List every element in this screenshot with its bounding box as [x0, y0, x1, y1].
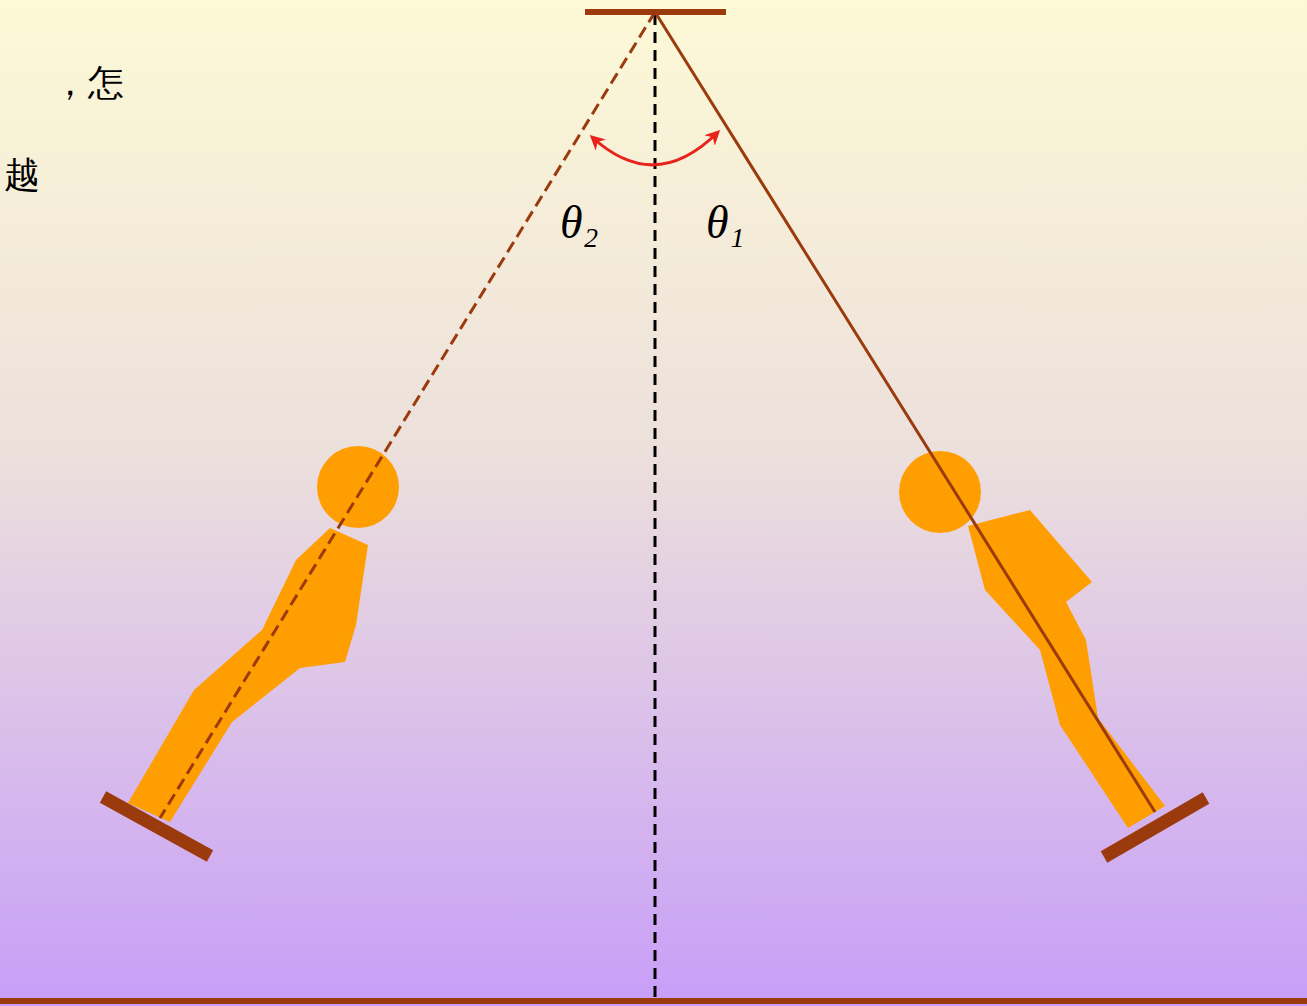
rope-dashed [160, 12, 655, 818]
angle-label: θ₁ [706, 198, 745, 249]
angle-arc [592, 132, 718, 165]
vertical-line [654, 14, 657, 1000]
rope-solid [655, 12, 1155, 812]
seat [103, 797, 210, 856]
ground-line [0, 998, 1307, 1004]
seat [1104, 798, 1206, 857]
caption-fragment: 越 [4, 156, 40, 196]
person-left [128, 446, 399, 822]
angle-label: θ₂ [560, 198, 599, 249]
caption-fragment: ，怎 [52, 64, 124, 104]
person-right [899, 451, 1165, 828]
